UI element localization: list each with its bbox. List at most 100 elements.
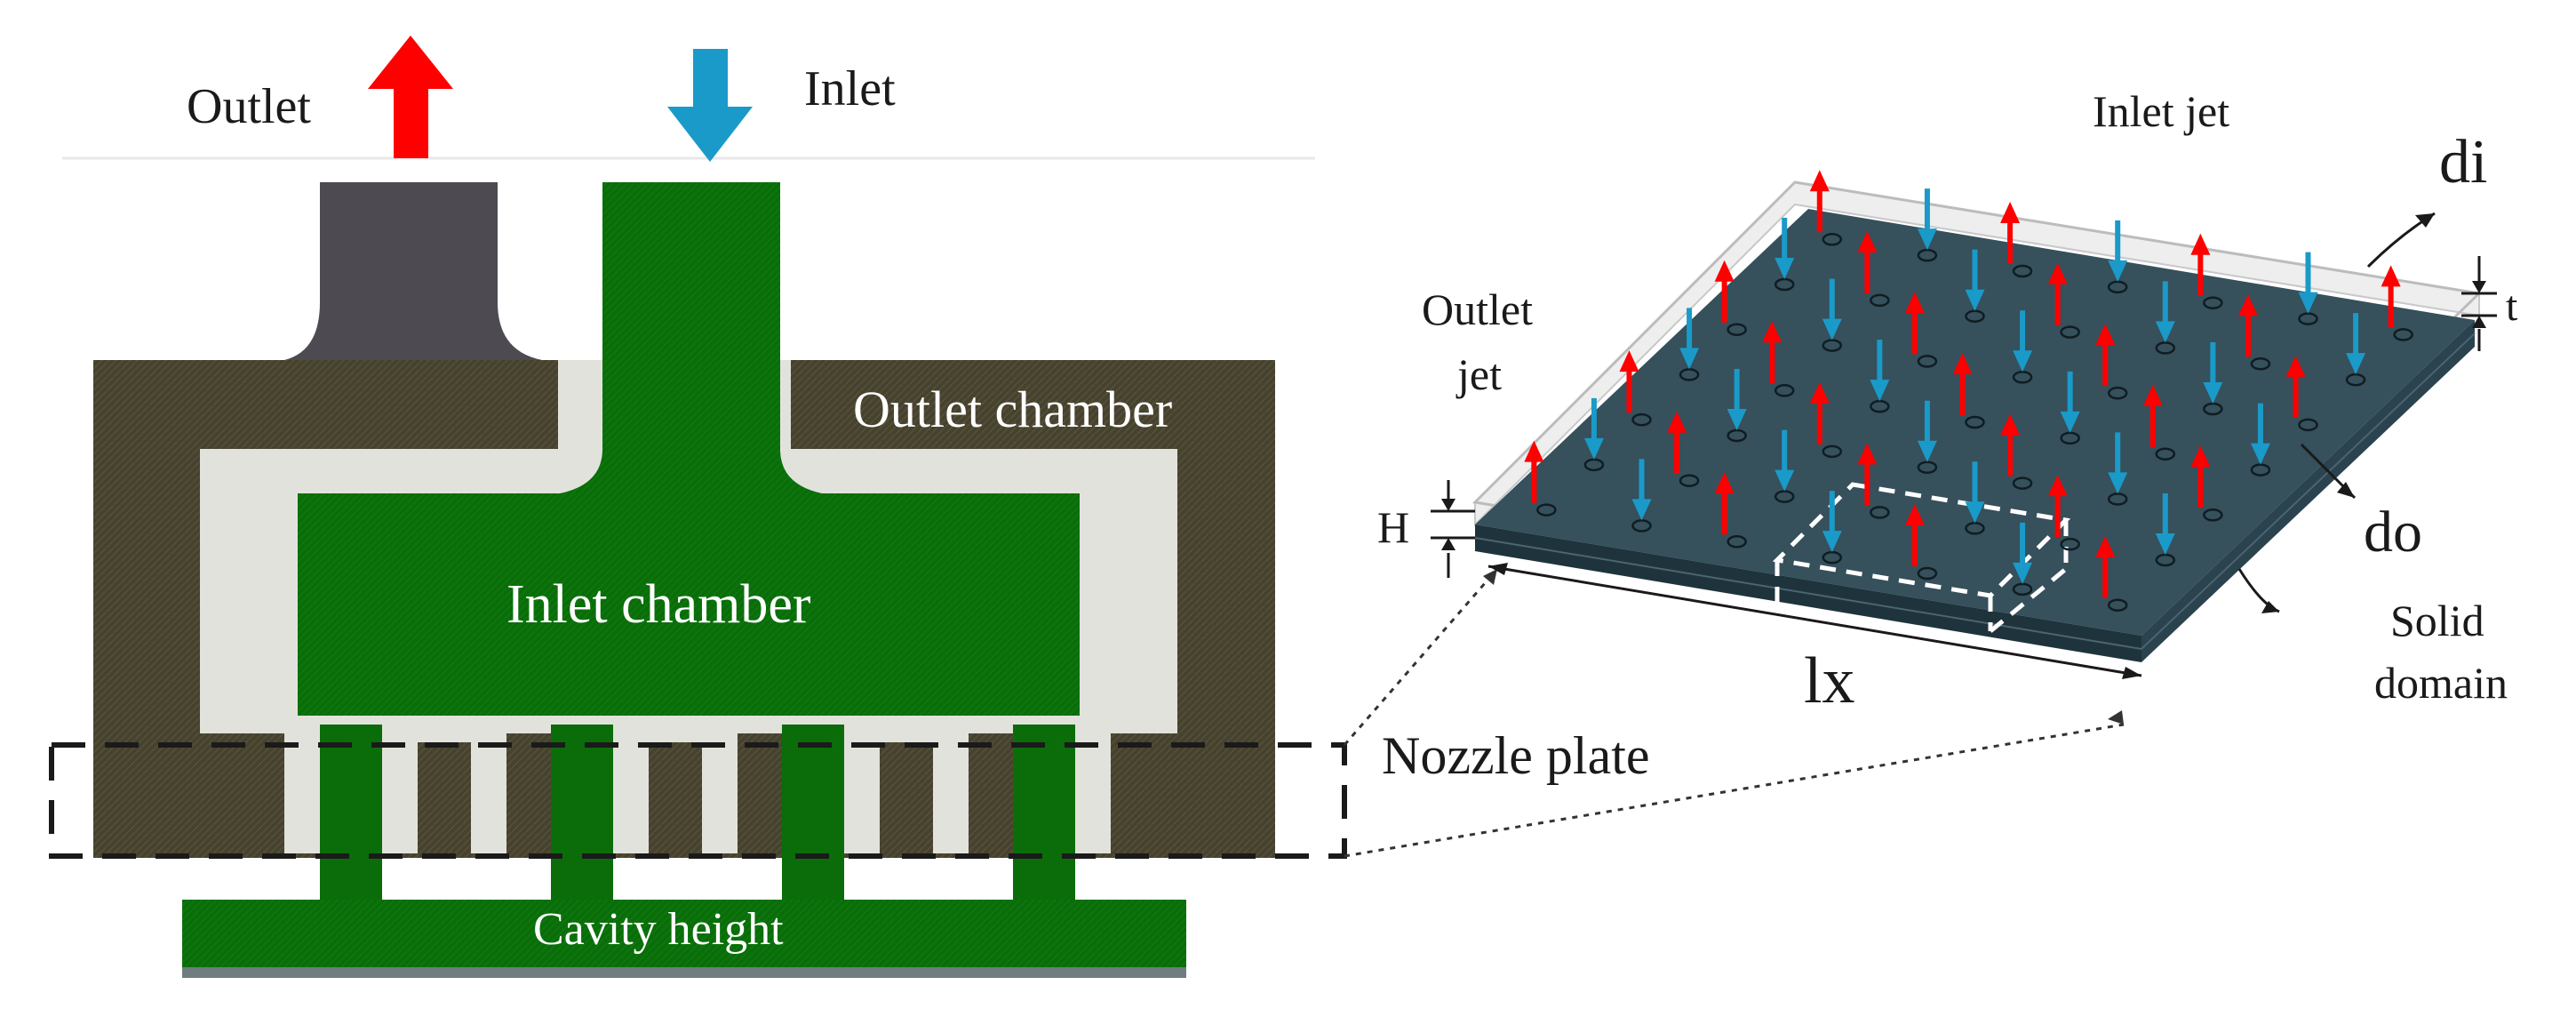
inlet-jet-arrow xyxy=(2108,220,2128,282)
nozzle-hole xyxy=(2155,447,2176,460)
outlet-jet-arrow xyxy=(1904,504,1925,566)
nozzle-hole xyxy=(1917,566,1938,581)
outlet-jet-arrow xyxy=(1904,292,1925,355)
outlet-jet-arrow xyxy=(1857,230,1878,293)
outlet-jet-arrow xyxy=(2095,535,2116,598)
inlet-jet-arrow xyxy=(2060,371,2080,433)
nozzle-hole xyxy=(2393,328,2413,341)
inlet-nozzle-channel xyxy=(551,725,613,933)
inlet-jet-arrow xyxy=(1631,459,1652,521)
iso-view: Inlet jet Outlet jet di t H do lx Solid … xyxy=(1377,86,2518,717)
nozzle-plate-label: Nozzle plate xyxy=(1382,726,1650,785)
inlet-nozzle-channel xyxy=(1013,725,1075,933)
inlet-jet-arrow xyxy=(1965,249,1985,311)
outlet-jet-arrow xyxy=(1762,321,1782,384)
outlet-jet-arrow xyxy=(2000,413,2021,476)
inlet-jet-arrow xyxy=(2203,342,2223,404)
inlet-jet-arrow xyxy=(2155,493,2175,555)
nozzle-hole xyxy=(2250,357,2271,371)
inlet-jet-arrow xyxy=(1822,278,1842,340)
nozzle-hole xyxy=(2060,325,2080,339)
nozzle-hole xyxy=(1679,474,1700,487)
nozzle-hole xyxy=(1822,444,1843,459)
outlet-port xyxy=(284,182,542,360)
inlet-chamber-label: Inlet chamber xyxy=(506,574,811,635)
inlet-arrow xyxy=(667,49,753,162)
nozzle-hole xyxy=(1917,355,1938,368)
outlet-jet-arrow xyxy=(2190,233,2211,296)
cavity xyxy=(182,900,1186,973)
inlet-label: Inlet xyxy=(804,61,896,116)
outlet-jet-arrow xyxy=(2047,262,2068,325)
nozzle-hole xyxy=(1536,503,1557,517)
inlet-jet-arrow xyxy=(1727,369,1747,430)
unit-cell-box xyxy=(1772,482,2071,656)
t-label: t xyxy=(2506,283,2518,330)
nozzle-hole xyxy=(1727,535,1747,549)
jet-arrows xyxy=(1524,170,2401,598)
di-label: di xyxy=(2439,128,2487,196)
outlet-jet-arrow xyxy=(1667,411,1687,474)
outlet-jet-arrow xyxy=(2000,202,2021,264)
nozzle-hole xyxy=(2107,386,2128,400)
inlet-jet-arrow xyxy=(2108,432,2128,494)
outlet-jet-arrow xyxy=(2047,475,2068,538)
inlet-jet-arrow xyxy=(1870,340,1890,402)
inlet-jet-arrow xyxy=(2013,310,2033,372)
outlet-jet-arrow xyxy=(2095,324,2116,387)
nozzle-hole xyxy=(2060,537,2080,551)
outlet-jet-arrow xyxy=(2142,384,2163,447)
solid-base xyxy=(182,967,1186,978)
solid-domain-label-2: domain xyxy=(2374,658,2508,708)
inlet-jet-arrow xyxy=(2346,313,2366,375)
inlet-nozzle-channel xyxy=(782,725,844,933)
inlet-jet-arrow xyxy=(1822,491,1842,553)
nozzle-hole xyxy=(2107,598,2128,612)
inlet-jet-arrow xyxy=(1583,397,1604,460)
lx-label: lx xyxy=(1804,645,1855,717)
inlet-jet-arrow xyxy=(2250,403,2270,465)
inlet-jet-arrow xyxy=(2298,252,2318,314)
cross-section: Outlet Inlet Outlet chamber Inlet chambe… xyxy=(49,36,1650,978)
outlet-jet-arrow xyxy=(1619,350,1639,413)
nozzle-hole xyxy=(1631,412,1652,427)
inlet-jet-arrow xyxy=(1917,400,1937,462)
inlet-jet-label: Inlet jet xyxy=(2093,86,2229,136)
nozzle-hole xyxy=(1727,323,1747,336)
outlet-jet-arrow xyxy=(1857,443,1878,506)
outlet-jet-label-2: jet xyxy=(1455,349,1502,399)
inlet-jet-arrow xyxy=(1774,429,1795,492)
nozzle-hole xyxy=(2203,508,2223,522)
h-label: H xyxy=(1377,502,1409,552)
nozzle-hole xyxy=(1774,384,1795,397)
outlet-jet-arrow xyxy=(1714,472,1735,535)
nozzle-hole xyxy=(1822,233,1843,246)
cavity-height-label: Cavity height xyxy=(533,904,784,955)
outlet-jet-arrow xyxy=(1809,170,1830,233)
outlet-jet-arrow xyxy=(2190,445,2211,508)
outlet-jet-arrow xyxy=(2237,294,2258,357)
inlet-chamber-fluid xyxy=(298,182,1080,725)
inlet-jet-arrow xyxy=(1917,188,1937,251)
nozzle-hole xyxy=(2203,296,2223,309)
inlet-jet-arrow xyxy=(2155,281,2175,343)
outlet-jet-arrow xyxy=(1524,440,1544,503)
outlet-label: Outlet xyxy=(187,79,311,134)
inlet-jet-arrow xyxy=(1774,218,1795,279)
nozzle-hole xyxy=(1870,293,1890,308)
outlet-jet-arrow xyxy=(2285,355,2306,418)
leader-lines xyxy=(1343,568,2125,858)
nozzle-plate-box xyxy=(49,742,1347,859)
do-label: do xyxy=(2364,500,2422,565)
nozzle-hole xyxy=(1870,506,1890,519)
solid-domain-label: Solid xyxy=(2390,596,2484,645)
outlet-arrow xyxy=(368,36,453,158)
outlet-jet-arrow xyxy=(2381,265,2401,328)
outlet-jet-arrow xyxy=(1714,260,1735,323)
nozzle-holes xyxy=(1536,233,2413,612)
outlet-chamber-label: Outlet chamber xyxy=(853,380,1172,438)
nozzle-hole xyxy=(2298,418,2318,432)
nozzle-hole xyxy=(2012,476,2033,490)
inlet-jet-arrow xyxy=(2013,522,2033,584)
